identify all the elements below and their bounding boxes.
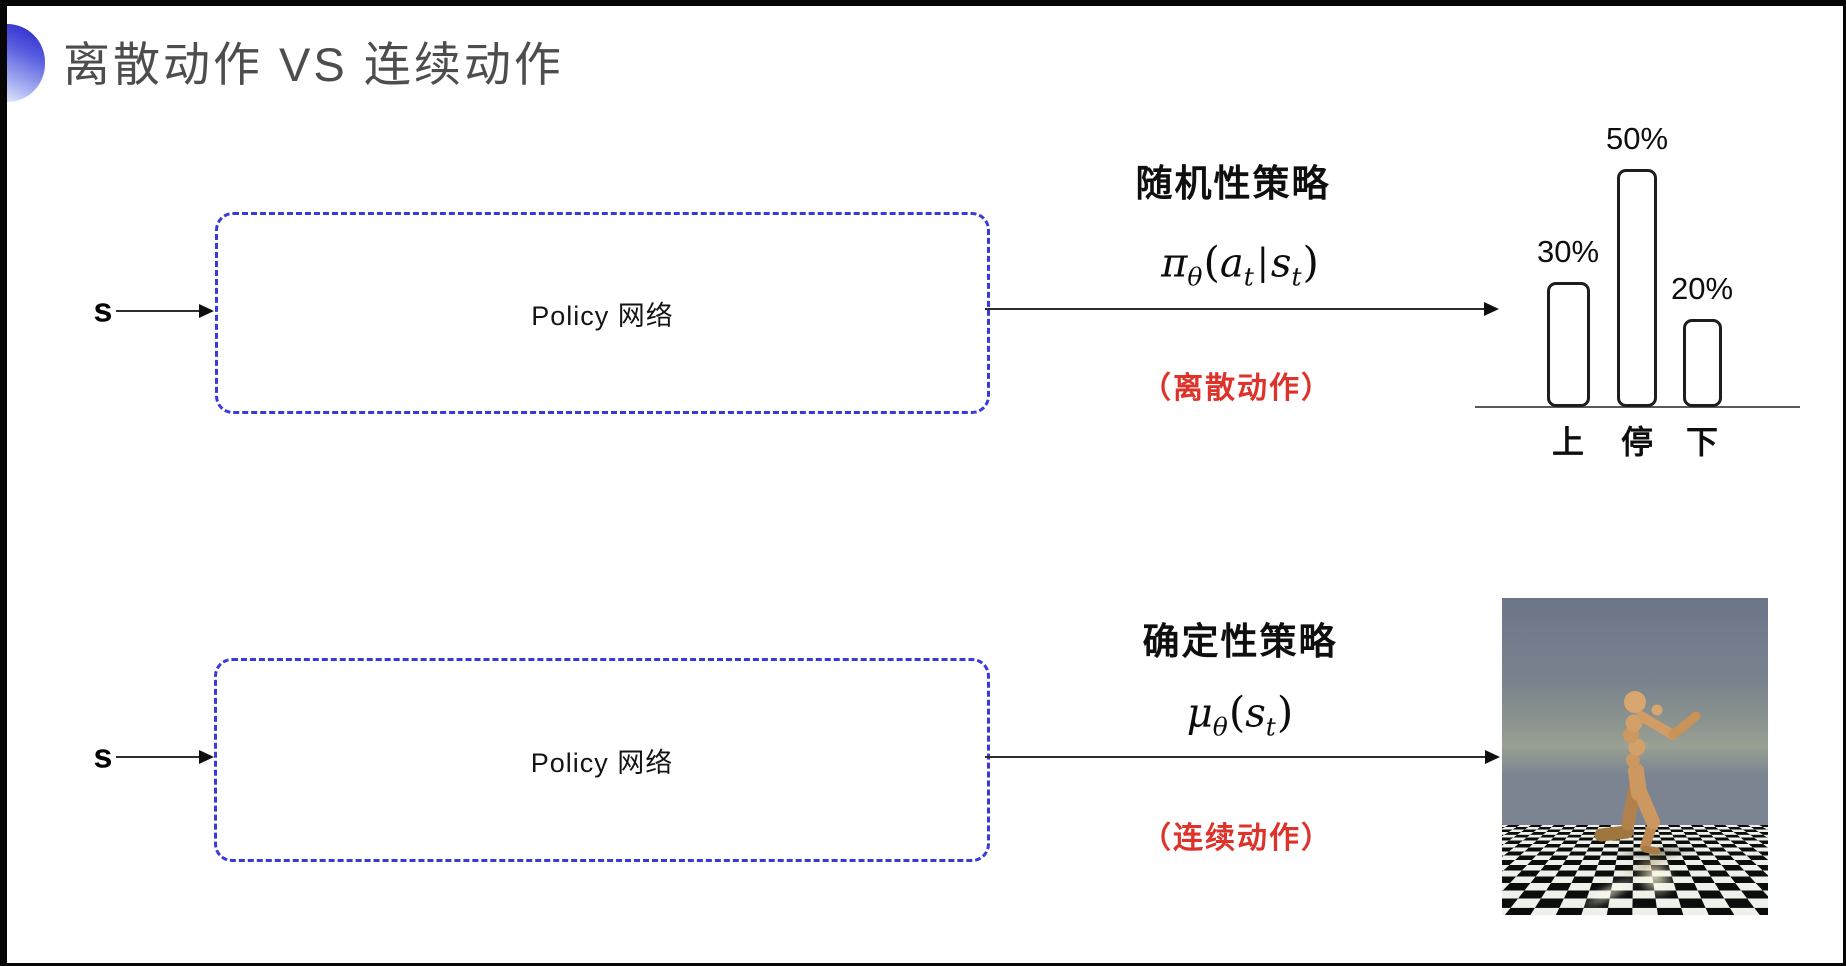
arrow-state-to-policy-bottom: [116, 750, 214, 764]
policy-network-box-top: Policy 网络: [215, 212, 990, 414]
deterministic-policy-title: 确定性策略: [1142, 621, 1338, 662]
probability-bar: [1682, 319, 1722, 407]
formula-open-paren: (: [1203, 237, 1220, 287]
humanoid-simulation-image: [1502, 598, 1768, 915]
stochastic-policy-title: 随机性策略: [1135, 163, 1331, 204]
chart-baseline: [1475, 406, 1800, 408]
formula-arg1: s: [1245, 690, 1266, 737]
humanoid-robot: [1594, 691, 1701, 855]
arrow-head-icon: [199, 304, 214, 318]
formula-arg2-subscript: t: [1291, 262, 1302, 292]
policy-network-box-bottom: Policy 网络: [214, 658, 990, 862]
formula-close-paren: ): [1276, 687, 1294, 737]
frame-edge-right: [1843, 0, 1846, 966]
formula-arg1-subscript: t: [1265, 712, 1276, 742]
probability-bar: [1546, 282, 1590, 407]
formula-symbol-subscript: θ: [1212, 712, 1228, 742]
probability-chart: 30% 上 50% 停 20% 下: [1475, 95, 1805, 465]
arrow-head-icon: [1484, 302, 1499, 316]
arrow-head-icon: [199, 750, 214, 764]
formula-arg1-subscript: t: [1243, 262, 1254, 292]
arrow-shaft: [985, 308, 1488, 310]
continuous-action-note: （连续动作）: [1141, 822, 1333, 855]
bar-value-label: 30%: [1536, 234, 1600, 269]
frame-edge-top: [0, 0, 1846, 6]
bar-value-label: 20%: [1670, 271, 1734, 306]
arrow-policy-to-distribution: [985, 302, 1499, 316]
probability-bar: [1617, 169, 1657, 407]
arrow-shaft: [116, 756, 203, 758]
formula-arg2: s: [1270, 240, 1292, 287]
state-input-label-top: s: [93, 291, 113, 330]
formula-symbol: μ: [1186, 690, 1213, 737]
frame-edge-bottom: [0, 963, 1846, 966]
deterministic-policy-formula: μθ(st): [1186, 687, 1294, 740]
formula-close-paren: ): [1302, 237, 1319, 287]
page-title: 离散动作 VS 连续动作: [63, 38, 564, 91]
arrow-shaft: [116, 310, 203, 312]
formula-symbol-subscript: θ: [1187, 262, 1203, 292]
bar-category-label: 停: [1620, 424, 1654, 460]
title-decoration-icon: [7, 24, 45, 102]
formula-conditional-bar: |: [1256, 242, 1269, 284]
arrow-shaft: [985, 756, 1489, 758]
bar-category-label: 下: [1685, 424, 1719, 460]
formula-symbol: π: [1161, 240, 1188, 287]
policy-network-label-top: Policy 网络: [531, 300, 674, 331]
arrow-head-icon: [1485, 750, 1500, 764]
arrow-policy-to-simulation: [985, 750, 1500, 764]
stochastic-policy-formula: πθ(at|st): [1161, 237, 1319, 290]
bar-value-label: 50%: [1605, 121, 1669, 156]
formula-open-paren: (: [1228, 687, 1246, 737]
arrow-state-to-policy-top: [116, 304, 214, 318]
bar-category-label: 上: [1551, 424, 1585, 460]
formula-arg1: a: [1219, 240, 1244, 287]
policy-network-label-bottom: Policy 网络: [530, 747, 674, 778]
discrete-action-note: （离散动作）: [1141, 372, 1333, 405]
state-input-label-bottom: s: [93, 737, 113, 776]
frame-edge-left: [0, 0, 7, 966]
